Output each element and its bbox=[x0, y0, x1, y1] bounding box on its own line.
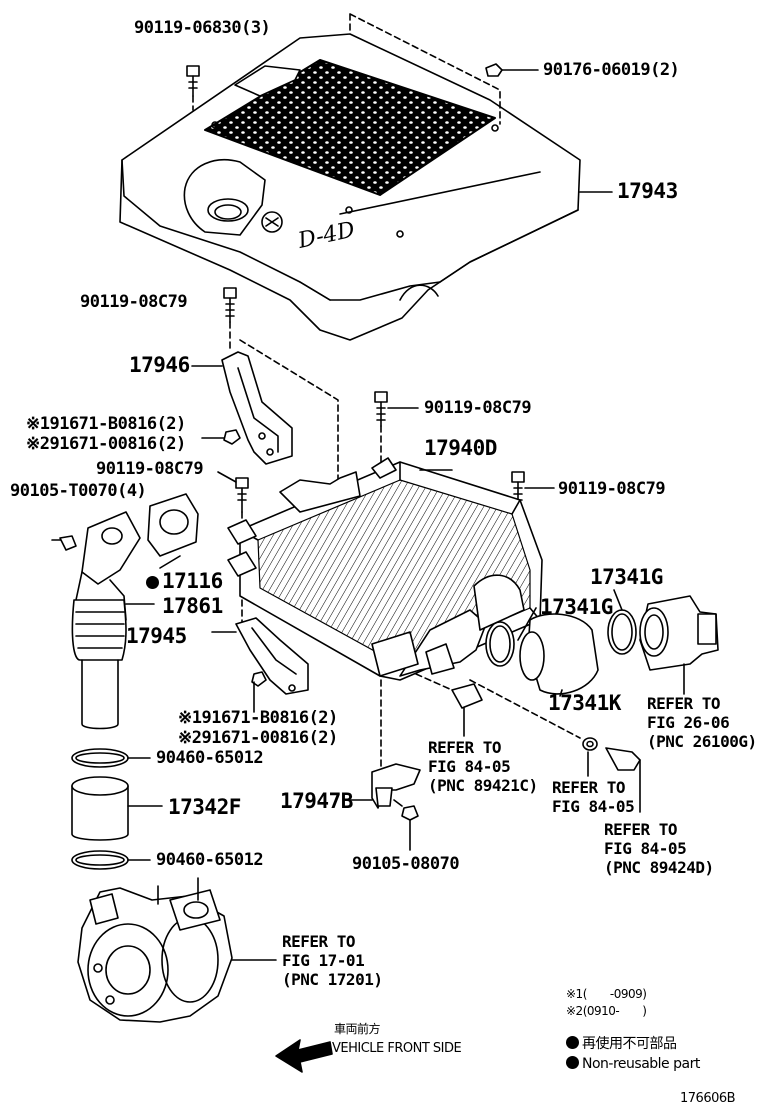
part-label-90119-08c79-center[interactable]: 90119-08C79 bbox=[424, 398, 532, 418]
ref-line: FIG 84-05 bbox=[428, 757, 511, 776]
part-label-17945[interactable]: 17945 bbox=[126, 624, 187, 648]
part-label-17341g-right[interactable]: 17341G bbox=[590, 565, 663, 589]
part-label-91671-b0816-lower[interactable]: ※191671-B0816(2) bbox=[178, 708, 338, 728]
part-label-91671-00816-lower[interactable]: ※291671-00816(2) bbox=[178, 728, 338, 748]
footnote-2: ※2(0910- ) bbox=[566, 1004, 647, 1018]
part-label-17946[interactable]: 17946 bbox=[129, 353, 190, 377]
ref-line: REFER TO bbox=[428, 738, 502, 757]
part-label-90119-08c79-upper[interactable]: 90119-08C79 bbox=[80, 292, 188, 312]
vehicle-front-label-en: VEHICLE FRONT SIDE bbox=[332, 1041, 462, 1056]
part-label-90119-08c79-right[interactable]: 90119-08C79 bbox=[558, 479, 666, 499]
part-label-17341g-left[interactable]: 17341G bbox=[540, 595, 613, 619]
engine-cover-drawing: D-4D bbox=[119, 33, 581, 341]
ref-fig-84-05-89421c[interactable]: REFER TO FIG 84-05 (PNC 89421C) bbox=[428, 740, 538, 794]
non-reusable-dot-icon bbox=[566, 1036, 579, 1049]
part-label-17116[interactable]: 17116 bbox=[146, 571, 223, 592]
non-reusable-mark-icon bbox=[146, 576, 159, 589]
drawing-number: 176606B bbox=[680, 1091, 736, 1106]
part-label-91671-00816-upper[interactable]: ※291671-00816(2) bbox=[26, 434, 186, 454]
throttle-body-drawing bbox=[639, 595, 719, 671]
ref-line: REFER TO bbox=[647, 694, 721, 713]
gasket-drawing bbox=[147, 493, 199, 557]
ref-line: (PNC 26100G) bbox=[647, 732, 757, 751]
pressure-sensor-drawing bbox=[451, 683, 483, 737]
temp-sensor-drawing bbox=[582, 737, 641, 813]
intake-hoses-drawing bbox=[485, 609, 637, 695]
legend-text: Non-reusable part bbox=[582, 1056, 700, 1072]
legend-nonreusable-en: Non-reusable part bbox=[566, 1056, 700, 1071]
part-label-90105-t0070[interactable]: 90105-T0070(4) bbox=[10, 481, 147, 501]
part-label-17341k[interactable]: 17341K bbox=[548, 691, 621, 715]
clamps-and-hose-drawing bbox=[71, 748, 129, 870]
ref-line: FIG 84-05 bbox=[604, 839, 687, 858]
intercooler-drawing bbox=[227, 457, 543, 681]
part-label-90460-65012-upper[interactable]: 90460-65012 bbox=[156, 748, 264, 768]
part-label-90119-08c79-left[interactable]: 90119-08C79 bbox=[96, 459, 204, 479]
ref-fig-84-05[interactable]: REFER TO FIG 84-05 bbox=[552, 778, 635, 816]
part-label-17943[interactable]: 17943 bbox=[617, 179, 678, 203]
cover-bolts-drawing bbox=[186, 63, 539, 97]
ref-line: FIG 84-05 bbox=[552, 797, 635, 816]
vehicle-front-arrow bbox=[275, 1039, 333, 1073]
part-label-90176-06019[interactable]: 90176-06019(2) bbox=[543, 60, 680, 80]
ref-fig-17-01[interactable]: REFER TO FIG 17-01 (PNC 17201) bbox=[282, 932, 383, 989]
ref-line: FIG 26-06 bbox=[647, 713, 730, 732]
ref-line: (PNC 89421C) bbox=[428, 776, 538, 795]
part-label-90119-06830[interactable]: 90119-06830(3) bbox=[134, 18, 271, 38]
ref-line: FIG 17-01 bbox=[282, 951, 365, 970]
footnote-1: ※1( -0909) bbox=[566, 987, 647, 1001]
legend-nonreusable-jp: 再使用不可部品 bbox=[566, 1036, 677, 1051]
ref-line: REFER TO bbox=[552, 778, 626, 797]
part-label-90460-65012-lower[interactable]: 90460-65012 bbox=[156, 850, 264, 870]
ref-line: REFER TO bbox=[604, 820, 678, 839]
ref-line: REFER TO bbox=[282, 932, 356, 951]
part-label-90105-08070[interactable]: 90105-08070 bbox=[352, 854, 460, 874]
bolt-upper-drawing bbox=[223, 287, 237, 323]
part-label-17116-text: 17116 bbox=[162, 569, 223, 593]
non-reusable-dot-icon bbox=[566, 1056, 579, 1069]
ref-line: (PNC 17201) bbox=[282, 970, 383, 989]
outlet-pipe-drawing bbox=[71, 511, 141, 730]
part-label-17940d[interactable]: 17940D bbox=[424, 436, 497, 460]
ref-line: (PNC 89424D) bbox=[604, 858, 714, 877]
bracket-17946-drawing bbox=[221, 351, 293, 465]
bracket-17945-drawing bbox=[235, 617, 309, 695]
part-label-17861[interactable]: 17861 bbox=[162, 594, 223, 618]
bracket-17947b-drawing bbox=[371, 763, 421, 821]
part-label-91671-b0816-upper[interactable]: ※191671-B0816(2) bbox=[26, 414, 186, 434]
bolt-center-drawing bbox=[374, 391, 419, 427]
bolt-left-drawing bbox=[235, 477, 249, 513]
vehicle-front-label-jp: 車両前方 bbox=[334, 1022, 381, 1036]
ref-fig-84-05-89424d[interactable]: REFER TO FIG 84-05 (PNC 89424D) bbox=[604, 822, 714, 876]
part-label-17947b[interactable]: 17947B bbox=[280, 789, 353, 813]
turbocharger-drawing bbox=[77, 877, 233, 1023]
ref-fig-26-06[interactable]: REFER TO FIG 26-06 (PNC 26100G) bbox=[647, 696, 757, 750]
part-label-17342f[interactable]: 17342F bbox=[168, 795, 241, 819]
legend-text: 再使用不可部品 bbox=[582, 1036, 677, 1052]
